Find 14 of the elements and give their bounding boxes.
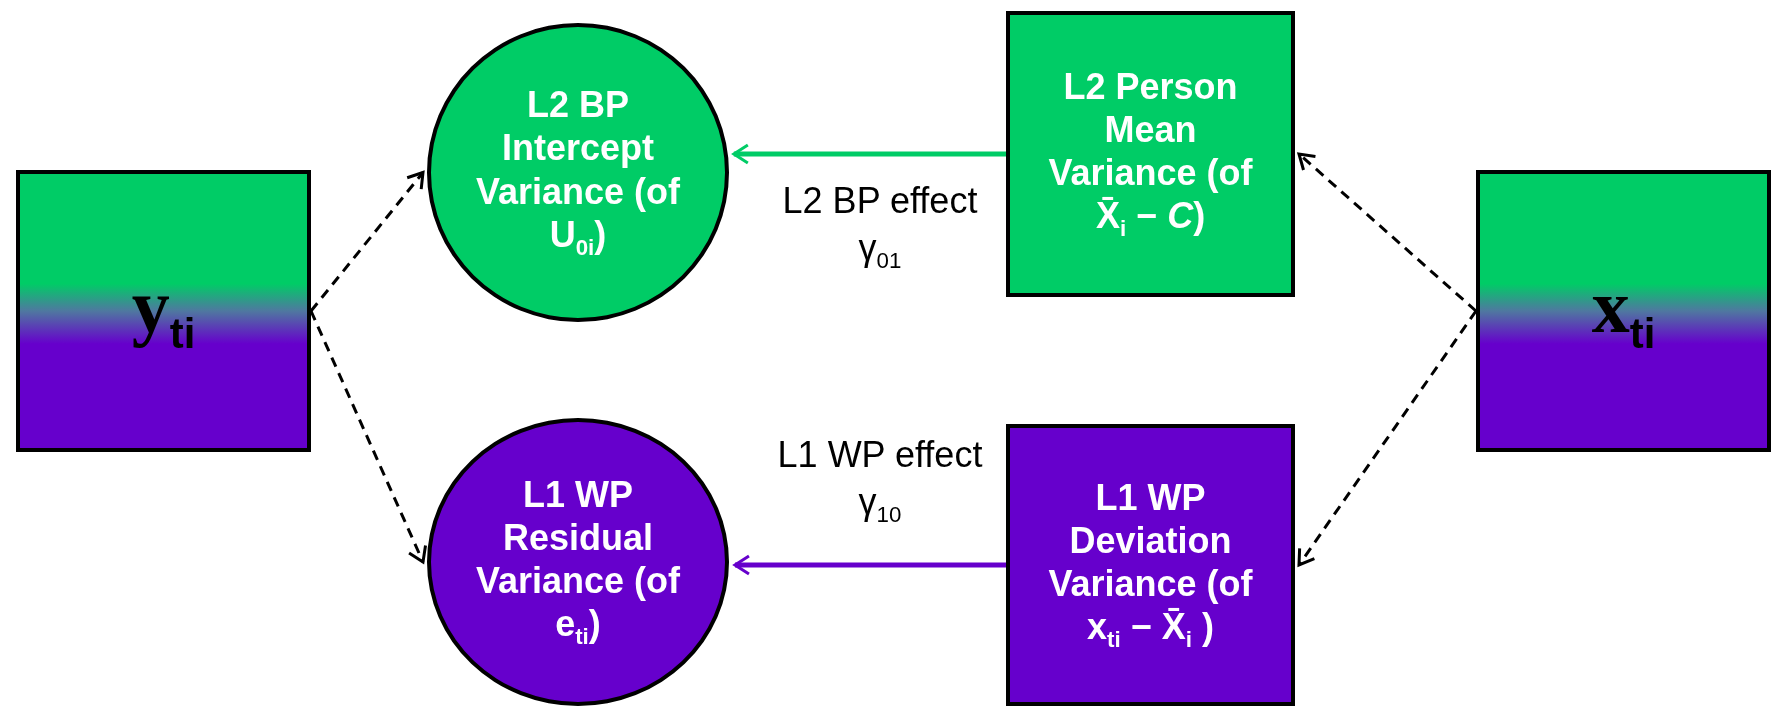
variable-box bbox=[1476, 170, 1771, 452]
node-label: L1 WP Residual Variance (of e$_{ti}$) bbox=[474, 472, 682, 652]
variable-box bbox=[1006, 424, 1295, 706]
node-label: L1 WP Deviation Variance (of x$_{ti}$ − X̄$_{i}$ ) bbox=[1047, 475, 1254, 655]
arrow bbox=[732, 143, 1006, 165]
variable-box bbox=[16, 170, 311, 452]
arrow bbox=[1297, 152, 1477, 313]
node-label: L2 BP Intercept Variance (of U$_{0i}$) bbox=[474, 83, 682, 262]
arrow bbox=[1297, 310, 1478, 567]
variable-label: y$_{ti}$ bbox=[131, 267, 196, 355]
arrow bbox=[733, 554, 1006, 576]
variable-label: x$_{ti}$ bbox=[1591, 267, 1656, 355]
node-label: L2 Person Mean Variance (of X̄$_{i}$ − C) bbox=[1047, 64, 1254, 244]
variable-box bbox=[1006, 11, 1295, 297]
